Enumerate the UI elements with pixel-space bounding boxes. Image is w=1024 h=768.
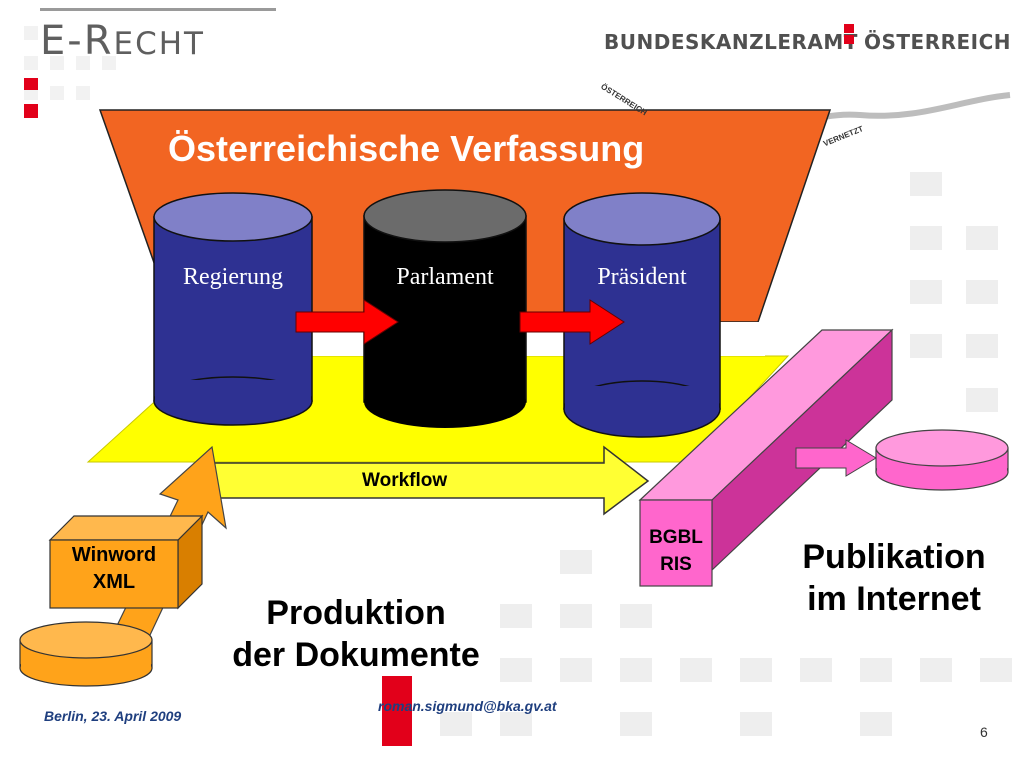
logo-rule [40,8,276,11]
label-praesident: Präsident [597,264,687,290]
arrow-to-internet [795,439,877,477]
cylinder-regierung [153,192,313,426]
bgbl-label: BGBL RIS [649,527,703,575]
workflow-arrow [195,445,650,516]
publication-text: Publikation im Internet [802,538,986,618]
arrow-parlament-to-praesident [519,299,625,345]
footer-email[interactable]: roman.sigmund@bka.gv.at [378,698,557,714]
arrow-regierung-to-parlament [295,299,399,345]
workflow-label: Workflow [362,470,448,491]
decor-squares-left [24,26,116,100]
cylinder-parlament [363,189,527,428]
label-regierung: Regierung [183,264,283,290]
internet-disk [875,429,1009,491]
page-number: 6 [980,724,988,740]
e-recht-logo: E-RECHT [40,18,205,64]
footer-date: Berlin, 23. April 2009 [44,708,182,724]
diagram-title: Österreichische Verfassung [168,128,645,169]
decor-red-bar [382,676,412,746]
label-parlament: Parlament [396,264,494,290]
production-text: Produktion der Dokumente [232,594,480,674]
bka-logo: BUNDESKANZLERAMT ÖSTERREICH [604,24,1011,54]
winword-box [48,514,204,610]
decor-squares-right [440,172,1012,736]
austria-flag-icon [844,24,854,46]
winword-label: Winword XML [71,544,157,593]
decor-red-squares [24,78,38,118]
source-disk [19,621,153,687]
